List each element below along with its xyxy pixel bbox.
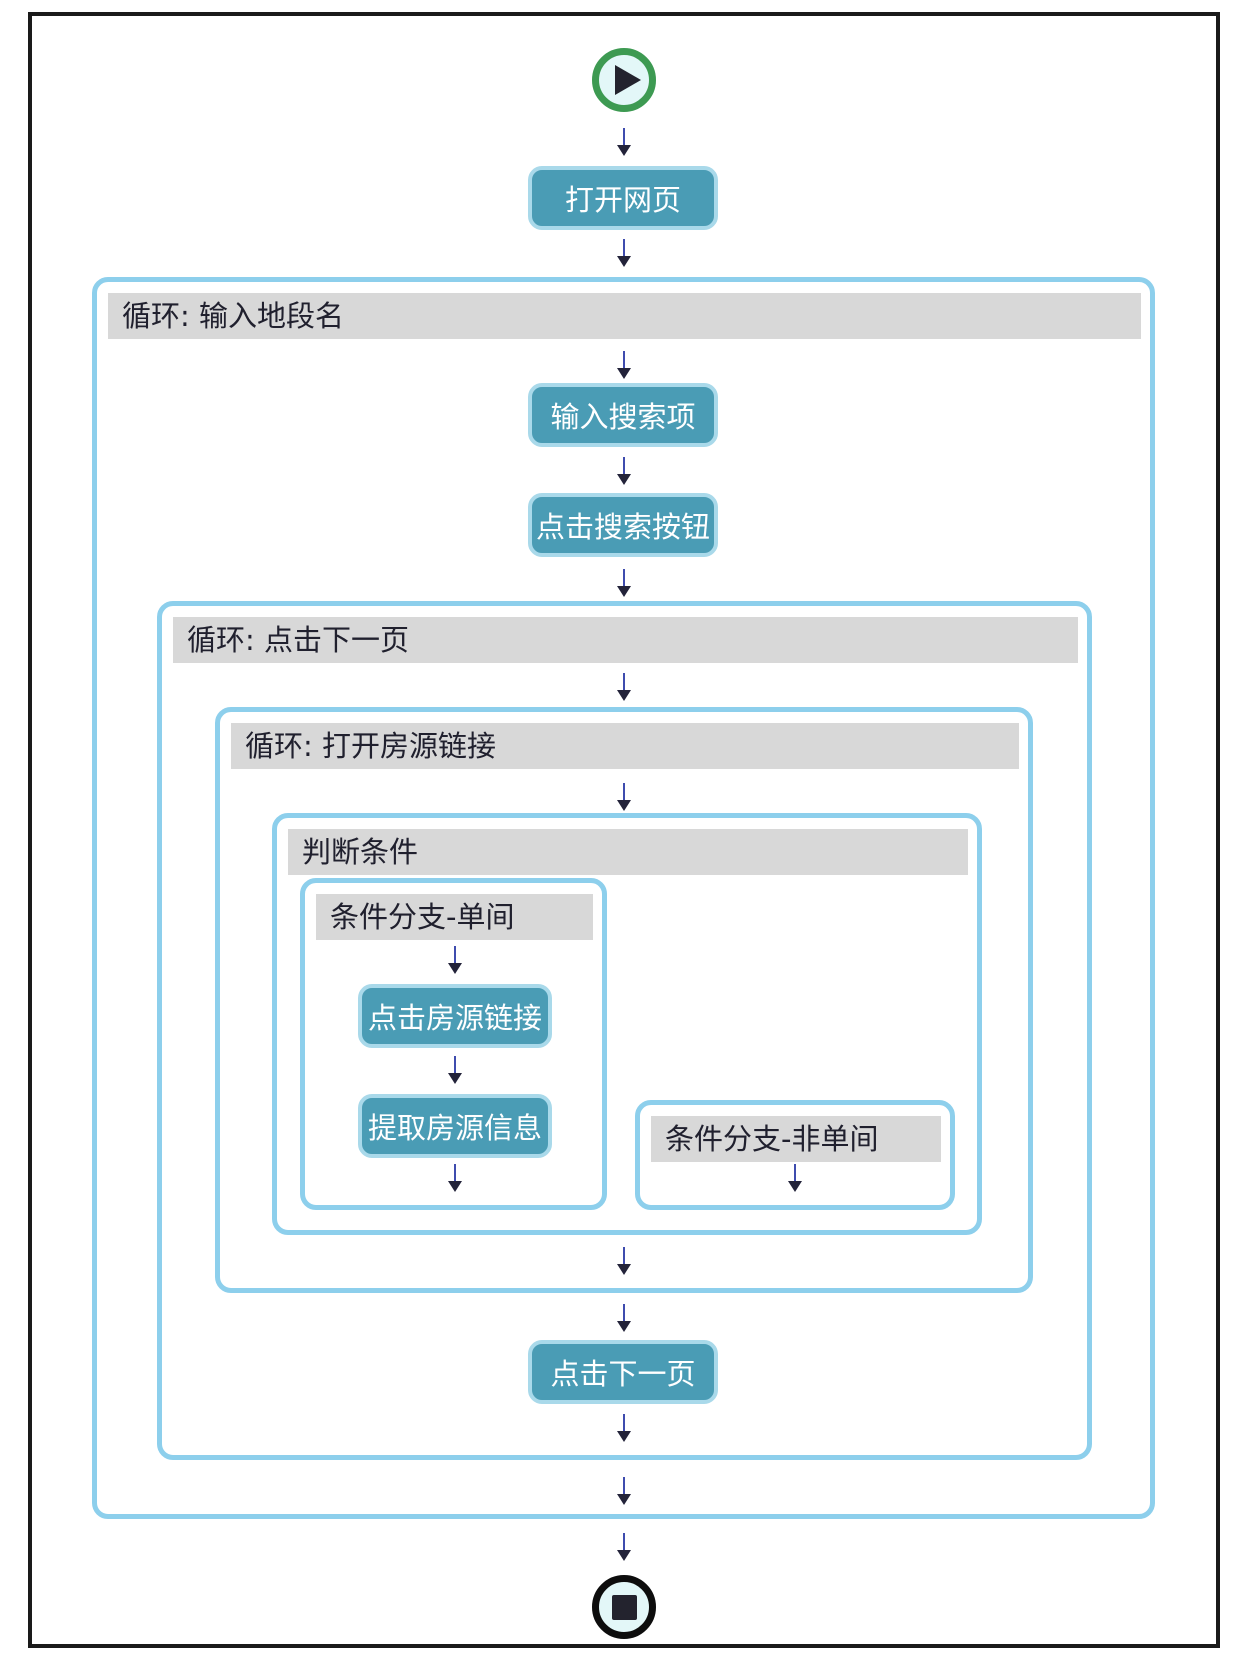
flow-arrow-down-icon	[616, 673, 632, 701]
flow-arrow-down-icon	[616, 1477, 632, 1505]
flow-arrow-down-icon	[616, 569, 632, 597]
step-click-listing[interactable]: 点击房源链接	[358, 984, 552, 1048]
flow-arrow-down-icon	[447, 1164, 463, 1192]
flow-arrow-down-icon	[616, 1247, 632, 1275]
flow-arrow-down-icon	[616, 457, 632, 485]
flow-arrow-down-icon	[616, 1304, 632, 1332]
flow-arrow-down-icon	[447, 946, 463, 974]
flow-arrow-down-icon	[616, 1533, 632, 1561]
step-click-next-page[interactable]: 点击下一页	[528, 1340, 718, 1404]
flow-arrow-down-icon	[616, 351, 632, 379]
loop-header-location[interactable]: 循环: 输入地段名	[108, 293, 1141, 339]
step-open-page[interactable]: 打开网页	[528, 166, 718, 230]
branch-container-not-single-room: 条件分支-非单间	[635, 1100, 955, 1210]
branch-header-not-single-room[interactable]: 条件分支-非单间	[651, 1116, 941, 1162]
loop-header-next-page[interactable]: 循环: 点击下一页	[173, 617, 1078, 663]
end-node[interactable]	[592, 1575, 656, 1639]
flow-arrow-down-icon	[616, 239, 632, 267]
flow-arrow-down-icon	[447, 1056, 463, 1084]
step-extract-listing[interactable]: 提取房源信息	[358, 1094, 552, 1158]
condition-header[interactable]: 判断条件	[288, 829, 968, 875]
canvas-border	[28, 12, 1220, 1648]
start-node[interactable]	[592, 48, 656, 112]
flow-arrow-down-icon	[616, 783, 632, 811]
stop-icon	[611, 1594, 637, 1620]
flow-arrow-down-icon	[616, 1414, 632, 1442]
step-click-search[interactable]: 点击搜索按钮	[528, 493, 718, 557]
flow-arrow-down-icon	[616, 128, 632, 156]
step-input-search[interactable]: 输入搜索项	[528, 383, 718, 447]
flow-arrow-down-icon	[787, 1164, 803, 1192]
play-icon	[614, 65, 641, 95]
loop-header-open-listing[interactable]: 循环: 打开房源链接	[231, 723, 1019, 769]
branch-header-single-room[interactable]: 条件分支-单间	[316, 894, 593, 940]
